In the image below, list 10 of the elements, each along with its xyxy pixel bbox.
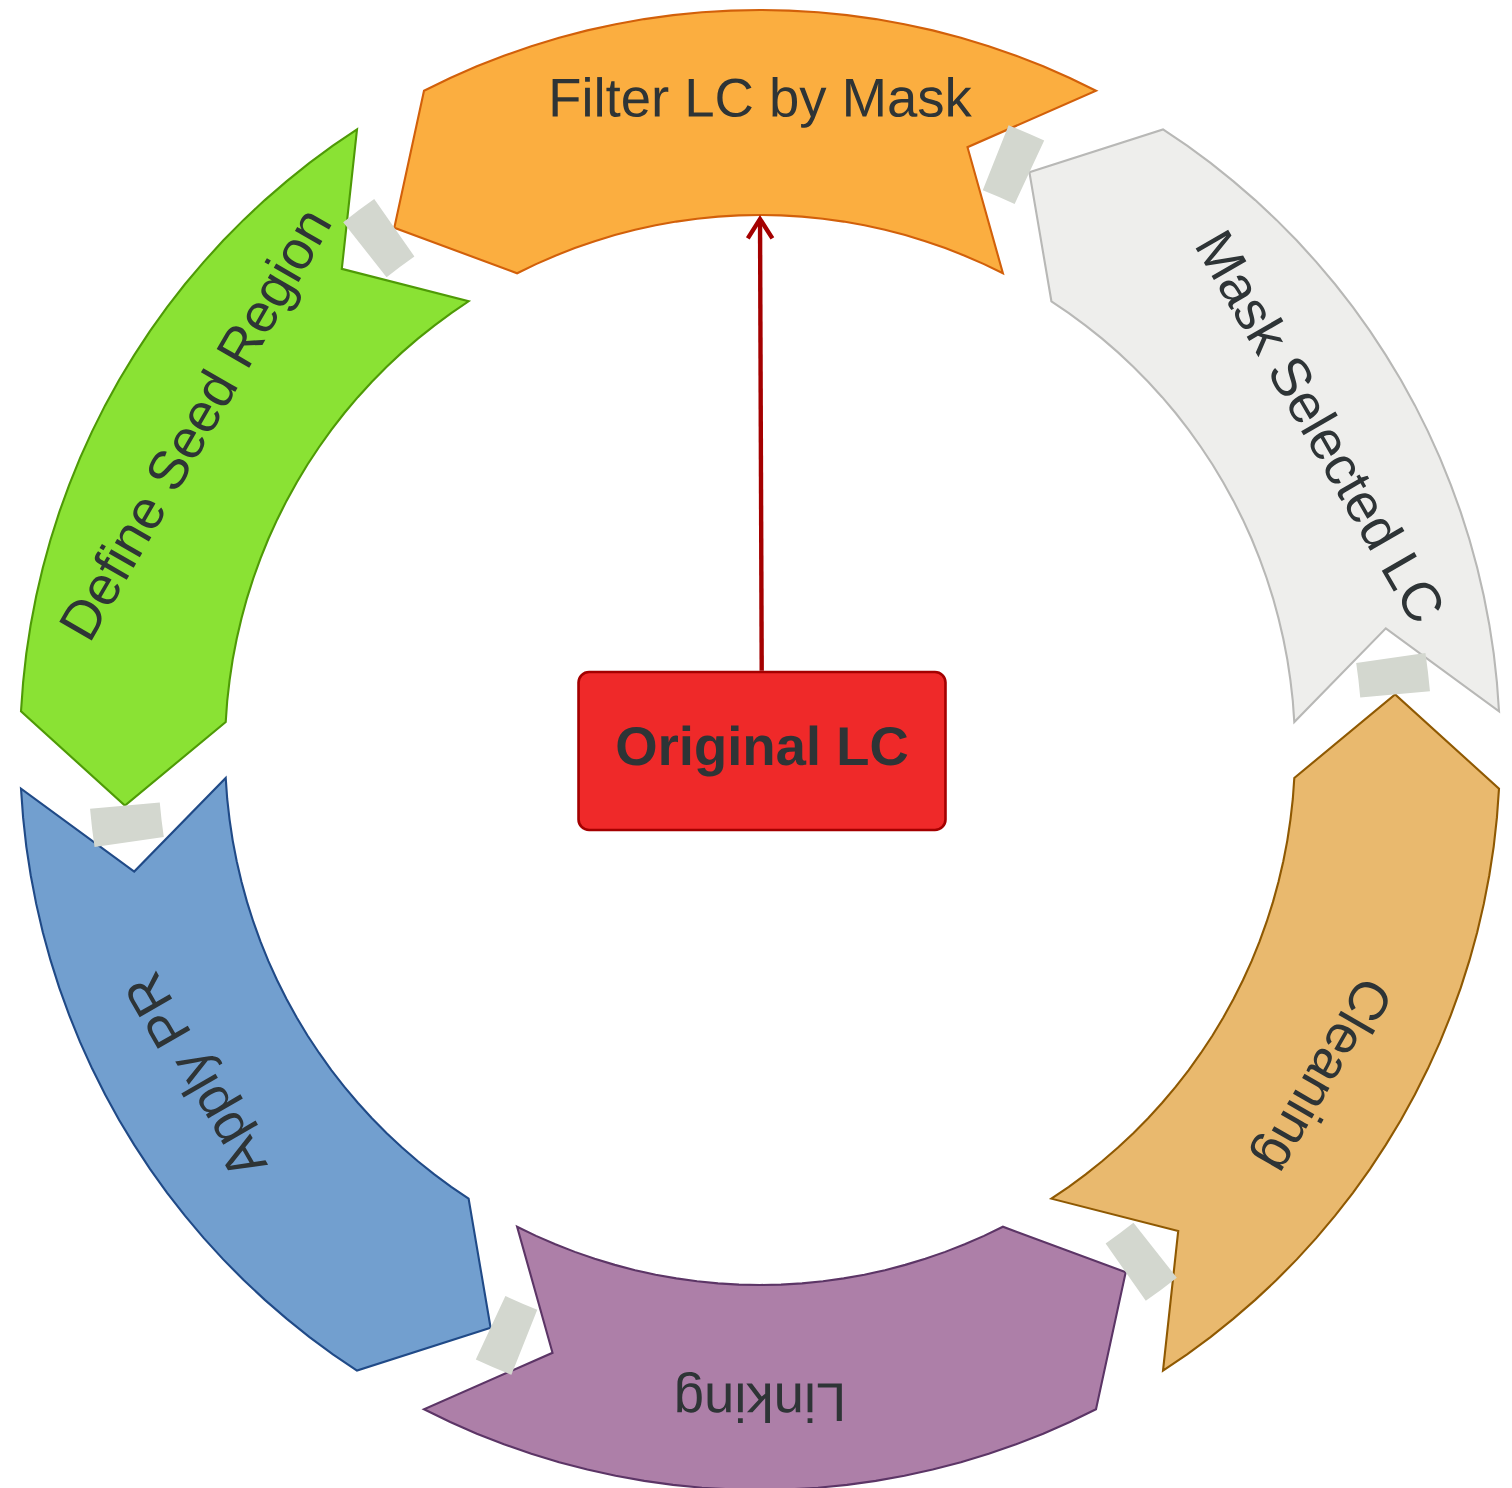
arrow [745, 215, 775, 671]
connector-band [90, 802, 164, 847]
process-box: Original LC [577, 670, 947, 832]
connector-band [982, 125, 1045, 204]
connector-band [1356, 653, 1430, 698]
connector-band [1105, 1222, 1177, 1301]
step-block: Linking [421, 1224, 1127, 1488]
connector-band [343, 199, 415, 278]
step-block: Filter LC by Mask [393, 8, 1099, 276]
connector-band [475, 1296, 538, 1375]
